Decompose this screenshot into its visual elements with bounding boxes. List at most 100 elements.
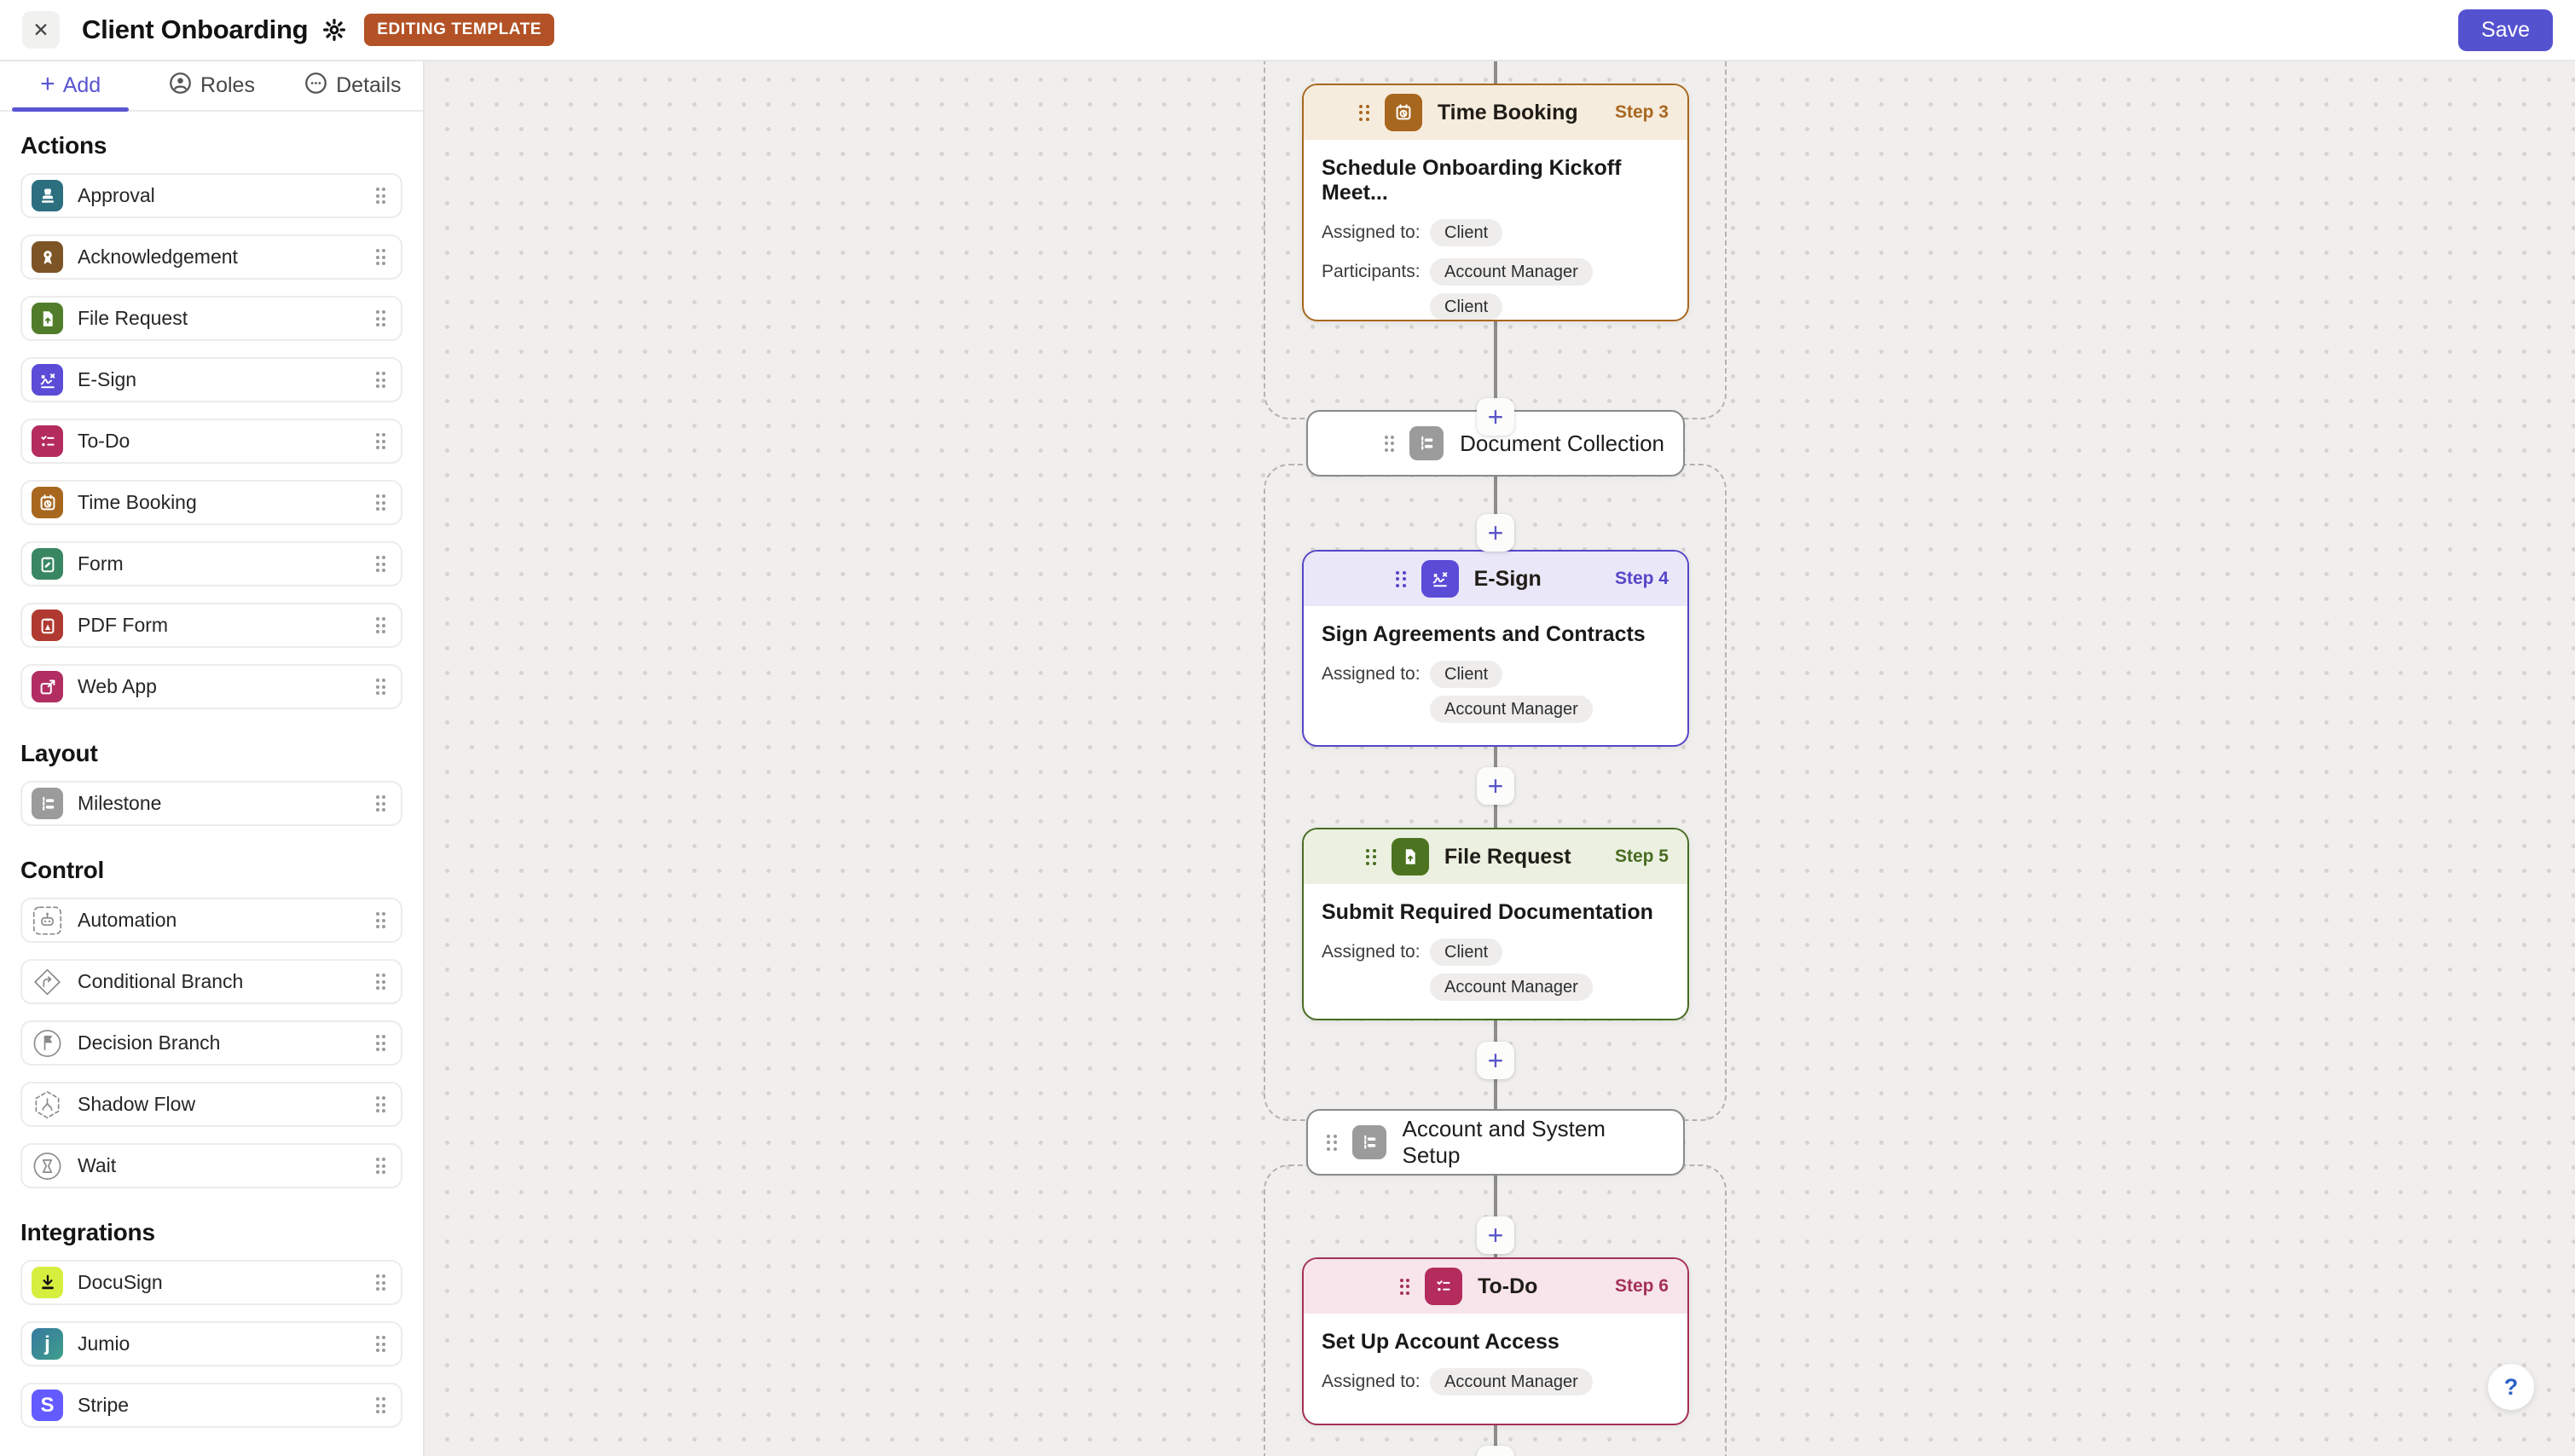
palette-item-file-request[interactable]: File Request <box>20 296 402 341</box>
drag-handle-icon[interactable] <box>375 1397 385 1413</box>
drag-handle-icon[interactable] <box>375 1096 385 1112</box>
drag-handle-icon[interactable] <box>375 433 385 449</box>
palette-item-label: DocuSign <box>78 1271 163 1293</box>
step-type-label: To-Do <box>1478 1274 1538 1298</box>
drag-handle-icon[interactable] <box>375 249 385 265</box>
stripe-icon: S <box>32 1390 63 1421</box>
drag-handle-icon[interactable] <box>1359 104 1369 121</box>
step-type-label: File Request <box>1444 844 1571 869</box>
drag-handle-icon[interactable] <box>375 974 385 990</box>
palette-item-pdf-form[interactable]: PDF Form <box>20 603 402 648</box>
role-chip: Client <box>1430 661 1503 688</box>
tab-roles[interactable]: Roles <box>141 61 281 110</box>
palette-item-label: Web App <box>78 675 157 697</box>
drag-handle-icon[interactable] <box>375 617 385 633</box>
drag-handle-icon[interactable] <box>1366 848 1376 865</box>
drag-handle-icon[interactable] <box>375 494 385 511</box>
esign-icon <box>32 364 63 396</box>
drag-handle-icon[interactable] <box>375 310 385 326</box>
step-type-label: Time Booking <box>1437 100 1578 124</box>
milestone-node[interactable]: Document Collection <box>1306 410 1685 477</box>
add-step-button[interactable]: + <box>1477 398 1514 436</box>
palette-item-wait[interactable]: Wait <box>20 1143 402 1188</box>
plus-icon: + <box>40 70 55 98</box>
palette-item-form[interactable]: Form <box>20 541 402 586</box>
drag-handle-icon[interactable] <box>375 1158 385 1174</box>
tab-details[interactable]: Details <box>282 61 423 110</box>
palette-item-web-app[interactable]: Web App <box>20 664 402 709</box>
drag-handle-icon[interactable] <box>375 912 385 928</box>
milestone-node[interactable]: Account and System Setup <box>1306 1109 1685 1176</box>
drag-handle-icon[interactable] <box>375 1274 385 1291</box>
palette-item-e-sign[interactable]: E-Sign <box>20 357 402 402</box>
drag-handle-icon[interactable] <box>1399 1278 1410 1295</box>
page-title: Client Onboarding <box>82 14 309 44</box>
assignment-label: Assigned to: <box>1322 942 1421 962</box>
palette-item-milestone[interactable]: Milestone <box>20 781 402 826</box>
editing-template-badge: EDITING TEMPLATE <box>364 14 555 46</box>
add-step-button[interactable]: + <box>1477 767 1514 805</box>
palette-item-label: Decision Branch <box>78 1031 221 1054</box>
palette-item-shadow-flow[interactable]: Shadow Flow <box>20 1082 402 1127</box>
tab-add[interactable]: + Add <box>0 61 141 112</box>
add-step-button[interactable]: + <box>1477 1216 1514 1254</box>
drag-handle-icon[interactable] <box>375 1035 385 1051</box>
assignment-row: Assigned to:Account Manager <box>1322 1368 1669 1395</box>
drag-handle-icon[interactable] <box>375 1336 385 1352</box>
gear-icon[interactable] <box>321 17 347 43</box>
drag-handle-icon[interactable] <box>1327 1134 1337 1151</box>
step-card-body: Schedule Onboarding Kickoff Meet...Assig… <box>1304 140 1687 320</box>
palette-item-acknowledgement[interactable]: Acknowledgement <box>20 234 402 280</box>
top-bar: ✕ Client Onboarding EDITING TEMPLATE Sav… <box>0 0 2575 61</box>
drag-handle-icon[interactable] <box>375 679 385 695</box>
assignment-chips: Account Manager <box>1430 1368 1593 1395</box>
jumio-icon: j <box>32 1328 63 1360</box>
drag-handle-icon[interactable] <box>1396 570 1406 587</box>
assignment-label: Participants: <box>1322 262 1421 281</box>
palette-item-to-do[interactable]: To-Do <box>20 419 402 464</box>
save-button[interactable]: Save <box>2458 9 2553 51</box>
drag-handle-icon[interactable] <box>375 188 385 204</box>
assignment-row: Assigned to:Client <box>1322 219 1669 246</box>
palette-item-label: PDF Form <box>78 614 169 636</box>
palette-item-label: Conditional Branch <box>78 970 244 992</box>
role-chip: Account Manager <box>1430 1368 1593 1395</box>
form-icon <box>32 548 63 580</box>
close-icon[interactable]: ✕ <box>22 11 60 49</box>
step-type-label: E-Sign <box>1473 566 1542 591</box>
palette-item-time-booking[interactable]: Time Booking <box>20 480 402 525</box>
drag-handle-icon[interactable] <box>375 556 385 572</box>
conditional-branch-icon <box>32 966 63 997</box>
drag-handle-icon[interactable] <box>375 372 385 388</box>
add-step-button[interactable]: + <box>1477 514 1514 552</box>
palette-item-conditional-branch[interactable]: Conditional Branch <box>20 959 402 1004</box>
step-number: Step 6 <box>1614 1276 1669 1296</box>
palette-item-approval[interactable]: Approval <box>20 173 402 218</box>
drag-handle-icon[interactable] <box>1384 435 1395 452</box>
palette-item-label: Acknowledgement <box>78 246 238 268</box>
palette-section-title: Integrations <box>20 1219 155 1245</box>
add-step-button[interactable]: + <box>1477 1042 1514 1079</box>
todo-icon <box>1425 1268 1463 1305</box>
drag-handle-icon[interactable] <box>375 795 385 812</box>
help-button[interactable]: ? <box>2488 1364 2534 1410</box>
assignment-chips: Client <box>1430 219 1503 246</box>
palette-item-automation[interactable]: Automation <box>20 898 402 943</box>
palette-item-docusign[interactable]: DocuSign <box>20 1260 402 1305</box>
palette-item-decision-branch[interactable]: Decision Branch <box>20 1020 402 1066</box>
add-step-button[interactable]: + <box>1477 1446 1514 1456</box>
flow-connector-line <box>1494 61 1497 1456</box>
